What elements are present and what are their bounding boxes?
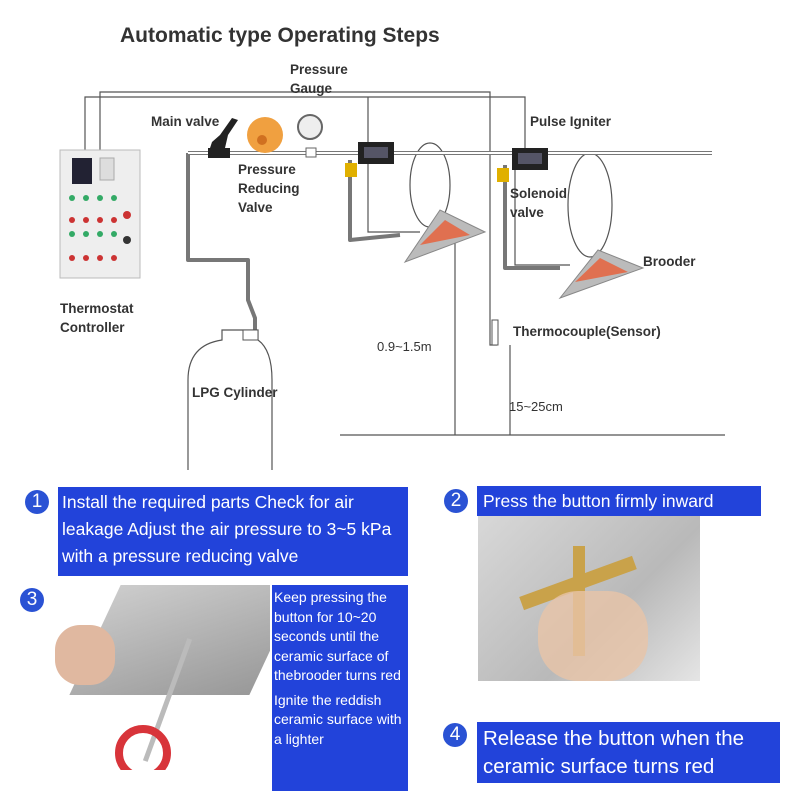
gas-pipe — [503, 165, 560, 270]
step-2-photo — [478, 516, 700, 681]
step-2-text: Press the button firmly inward — [477, 486, 761, 516]
lpg-cylinder — [187, 329, 273, 470]
label-height: 0.9~1.5m — [377, 339, 432, 354]
label-thermocouple: Thermocouple(Sensor) — [513, 324, 661, 339]
solenoid-valve — [345, 163, 357, 177]
label-distance: 15~25cm — [509, 399, 563, 414]
wire — [514, 165, 570, 266]
gas-pipe — [186, 153, 257, 330]
thermocouple-sensor — [491, 319, 499, 346]
gas-pipe — [348, 160, 401, 242]
step-3-photo — [55, 585, 270, 770]
controller-buttons — [69, 195, 131, 261]
pressure-gauge — [297, 114, 323, 140]
step-1-text: Install the required parts Check for air… — [58, 487, 408, 576]
step-2-number: 2 — [444, 489, 468, 513]
label-lpg-cylinder: LPG Cylinder — [192, 385, 278, 400]
page-title: Automatic type Operating Steps — [120, 24, 440, 47]
wire — [84, 96, 526, 150]
step-3-text-b: Ignite the reddish ceramic surface with … — [274, 691, 402, 747]
step-1-number: 1 — [25, 490, 49, 514]
step-3-text: Keep pressing the button for 10~20 secon… — [272, 585, 408, 791]
installation-diagram — [59, 91, 725, 470]
label-main-valve: Main valve — [151, 114, 220, 129]
igniter-wire — [567, 152, 613, 258]
solenoid-valve — [497, 168, 509, 182]
controller-display — [72, 158, 92, 184]
label-pulse-igniter: Pulse Igniter — [530, 114, 612, 129]
step-3-text-a: Keep pressing the button for 10~20 secon… — [274, 589, 401, 683]
main-valve — [210, 118, 238, 148]
step-4-text: Release the button when the ceramic surf… — [477, 722, 780, 783]
step-4-number: 4 — [443, 723, 467, 747]
label-brooder: Brooder — [643, 254, 696, 269]
pressure-reducing-valve — [247, 117, 283, 153]
step-3-number: 3 — [20, 588, 44, 612]
